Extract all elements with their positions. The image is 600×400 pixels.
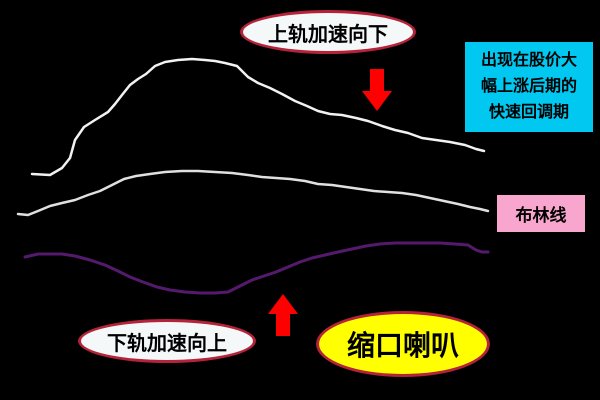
down-arrow-icon <box>362 69 392 111</box>
lower-band-callout-text: 下轨加速向上 <box>107 330 227 355</box>
bollinger-label: 布林线 <box>497 195 585 232</box>
squeeze-callout: 缩口喇叭 <box>316 311 490 377</box>
lower-band-callout: 下轨加速向上 <box>78 319 256 363</box>
lower-band-line <box>23 241 490 295</box>
description-line: 幅上涨后期的 <box>480 76 577 95</box>
description-box: 出现在股价大 幅上涨后期的 快速回调期 <box>465 42 593 132</box>
squeeze-callout-text: 缩口喇叭 <box>346 329 459 362</box>
upper-band-line <box>30 57 486 177</box>
upper-band-callout-text: 上轨加速向下 <box>268 21 388 46</box>
up-arrow-icon <box>268 294 298 336</box>
middle-band-line <box>16 169 490 217</box>
upper-band-callout: 上轨加速向下 <box>240 10 416 54</box>
description-line: 快速回调期 <box>488 102 569 121</box>
bollinger-label-text: 布林线 <box>515 206 567 226</box>
description-line: 出现在股价大 <box>480 50 577 69</box>
